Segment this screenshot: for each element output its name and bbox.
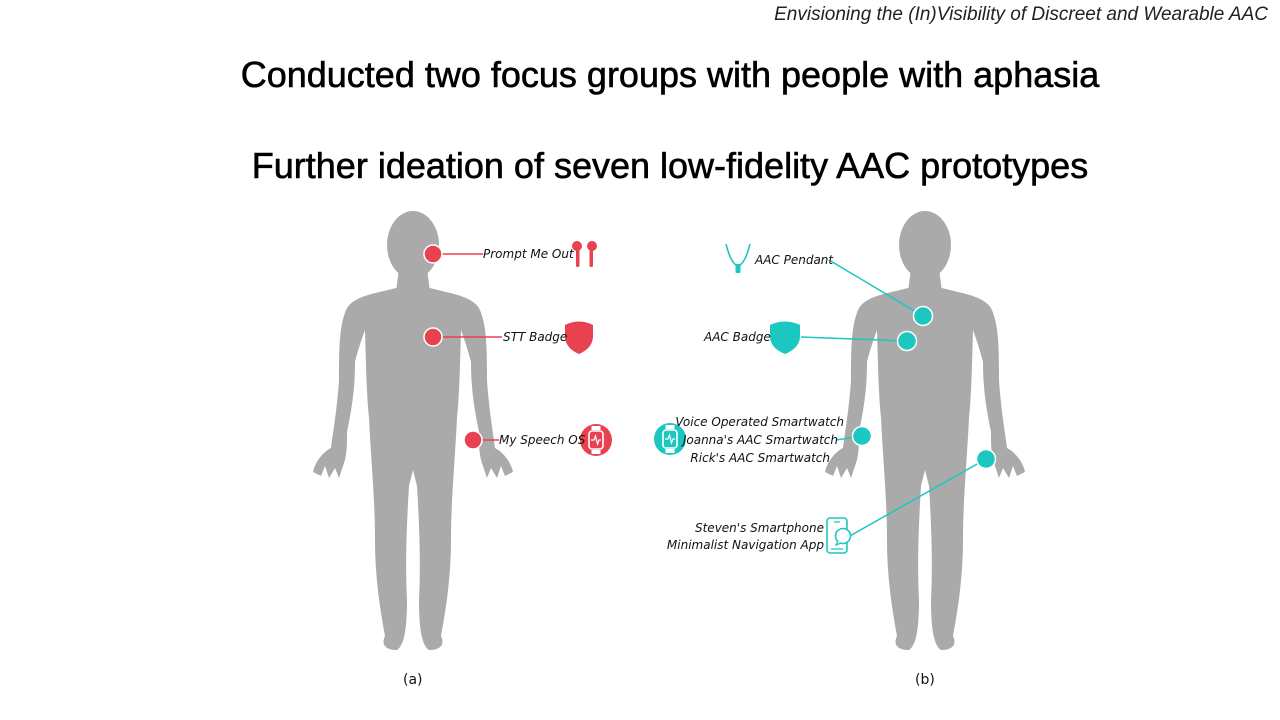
hotspot-smartphone bbox=[975, 448, 997, 470]
smartwatch-icon bbox=[654, 423, 686, 455]
connector-line bbox=[828, 259, 924, 317]
figure-a-body bbox=[313, 211, 513, 650]
hotspot-aac-pendant bbox=[912, 305, 934, 327]
slide-heading-line-1: Conducted two focus groups with people w… bbox=[240, 54, 1100, 96]
smartwatch-icon bbox=[580, 424, 612, 456]
pendant-icon bbox=[725, 243, 751, 273]
figure-a-caption: (a) bbox=[403, 672, 423, 688]
smartphone-icon bbox=[826, 517, 852, 554]
label-stt-badge: STT Badge bbox=[503, 330, 568, 344]
earbuds-icon bbox=[572, 241, 597, 267]
label-my-speech-os: My Speech OS bbox=[499, 433, 586, 447]
label-joannas-aac-smartwatch: Joanna's AAC Smartwatch bbox=[682, 433, 838, 447]
connector-line bbox=[847, 458, 987, 538]
figure-b-caption: (b) bbox=[915, 672, 935, 688]
hotspot-smartwatches bbox=[851, 425, 873, 447]
shield-badge-icon bbox=[565, 321, 593, 354]
hotspot-aac-badge bbox=[896, 330, 918, 352]
presentation-subtitle: Envisioning the (In)Visibility of Discre… bbox=[774, 4, 1268, 25]
label-ricks-aac-smartwatch: Rick's AAC Smartwatch bbox=[690, 451, 830, 465]
hotspot-my-speech-os bbox=[463, 430, 483, 450]
label-aac-pendant: AAC Pendant bbox=[755, 253, 834, 267]
shield-badge-icon bbox=[770, 321, 800, 354]
label-minimalist-navigation-app: Minimalist Navigation App bbox=[666, 538, 824, 552]
label-stevens-smartphone: Steven's Smartphone bbox=[694, 521, 824, 535]
label-voice-operated-smartwatch: Voice Operated Smartwatch bbox=[675, 415, 844, 429]
label-aac-badge: AAC Badge bbox=[704, 330, 771, 344]
hotspot-prompt-me-out bbox=[423, 244, 443, 264]
slide-heading-line-2: Further ideation of seven low-fidelity A… bbox=[251, 145, 1089, 187]
connector-line bbox=[800, 336, 908, 342]
label-prompt-me-out: Prompt Me Out bbox=[483, 247, 574, 261]
hotspot-stt-badge bbox=[423, 327, 443, 347]
